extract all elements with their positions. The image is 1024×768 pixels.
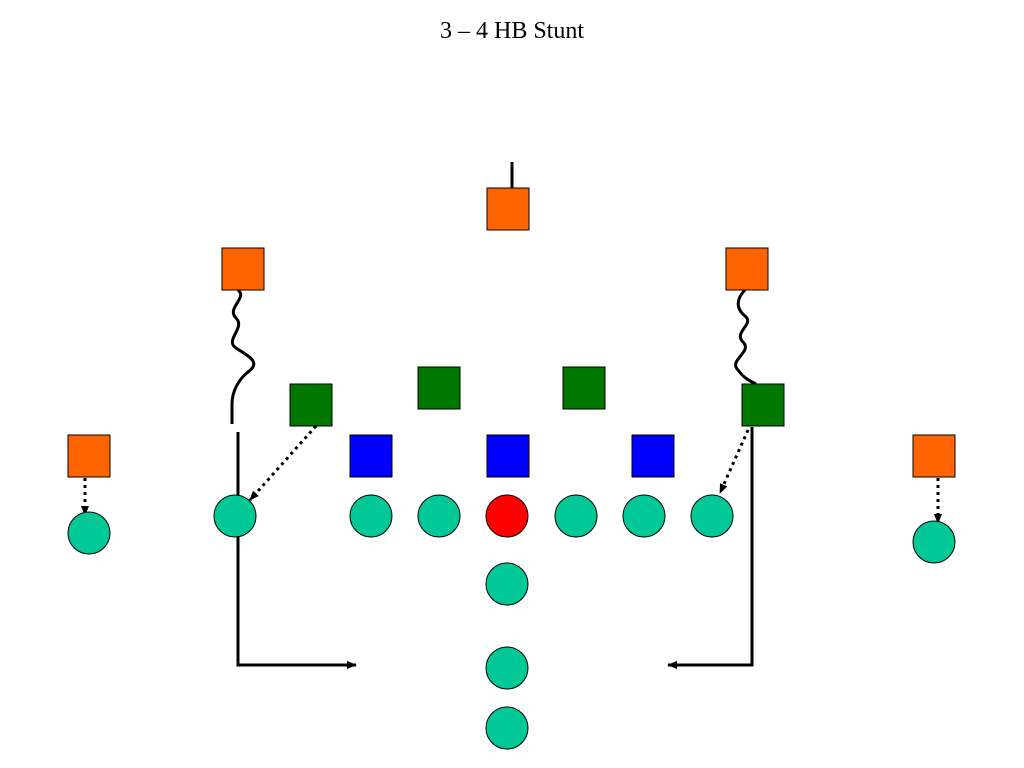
left-safety [221, 247, 265, 291]
left-outside-linebacker [289, 383, 333, 427]
left-tackle [349, 494, 393, 538]
right-outside-linebacker [741, 383, 785, 427]
left-inside-linebacker [417, 366, 461, 410]
tight-end-right [690, 494, 734, 538]
center [485, 494, 529, 538]
right-cornerback [912, 434, 956, 478]
left-safety-zigzag-route [230, 288, 256, 424]
fullback [485, 646, 529, 690]
right-drop-route [667, 427, 754, 669]
left-outside-linebacker-route [248, 425, 318, 501]
left-defensive-end [349, 434, 393, 478]
tight-end-left [213, 494, 257, 538]
split-end-right [912, 520, 956, 564]
split-end-left [67, 511, 111, 555]
left-drop-route [236, 432, 357, 669]
free-safety [486, 187, 530, 231]
nose-tackle [486, 434, 530, 478]
diagram-title: 3 – 4 HB Stunt [439, 18, 585, 44]
right-defensive-end [631, 434, 675, 478]
right-inside-linebacker [562, 366, 606, 410]
tailback [485, 706, 529, 750]
right-tackle [622, 494, 666, 538]
right-guard [554, 494, 598, 538]
left-cornerback [67, 434, 111, 478]
right-safety-zigzag-route [734, 288, 757, 386]
right-outside-linebacker-route [718, 429, 750, 494]
wingback [485, 562, 529, 606]
right-safety [725, 247, 769, 291]
left-guard [417, 494, 461, 538]
